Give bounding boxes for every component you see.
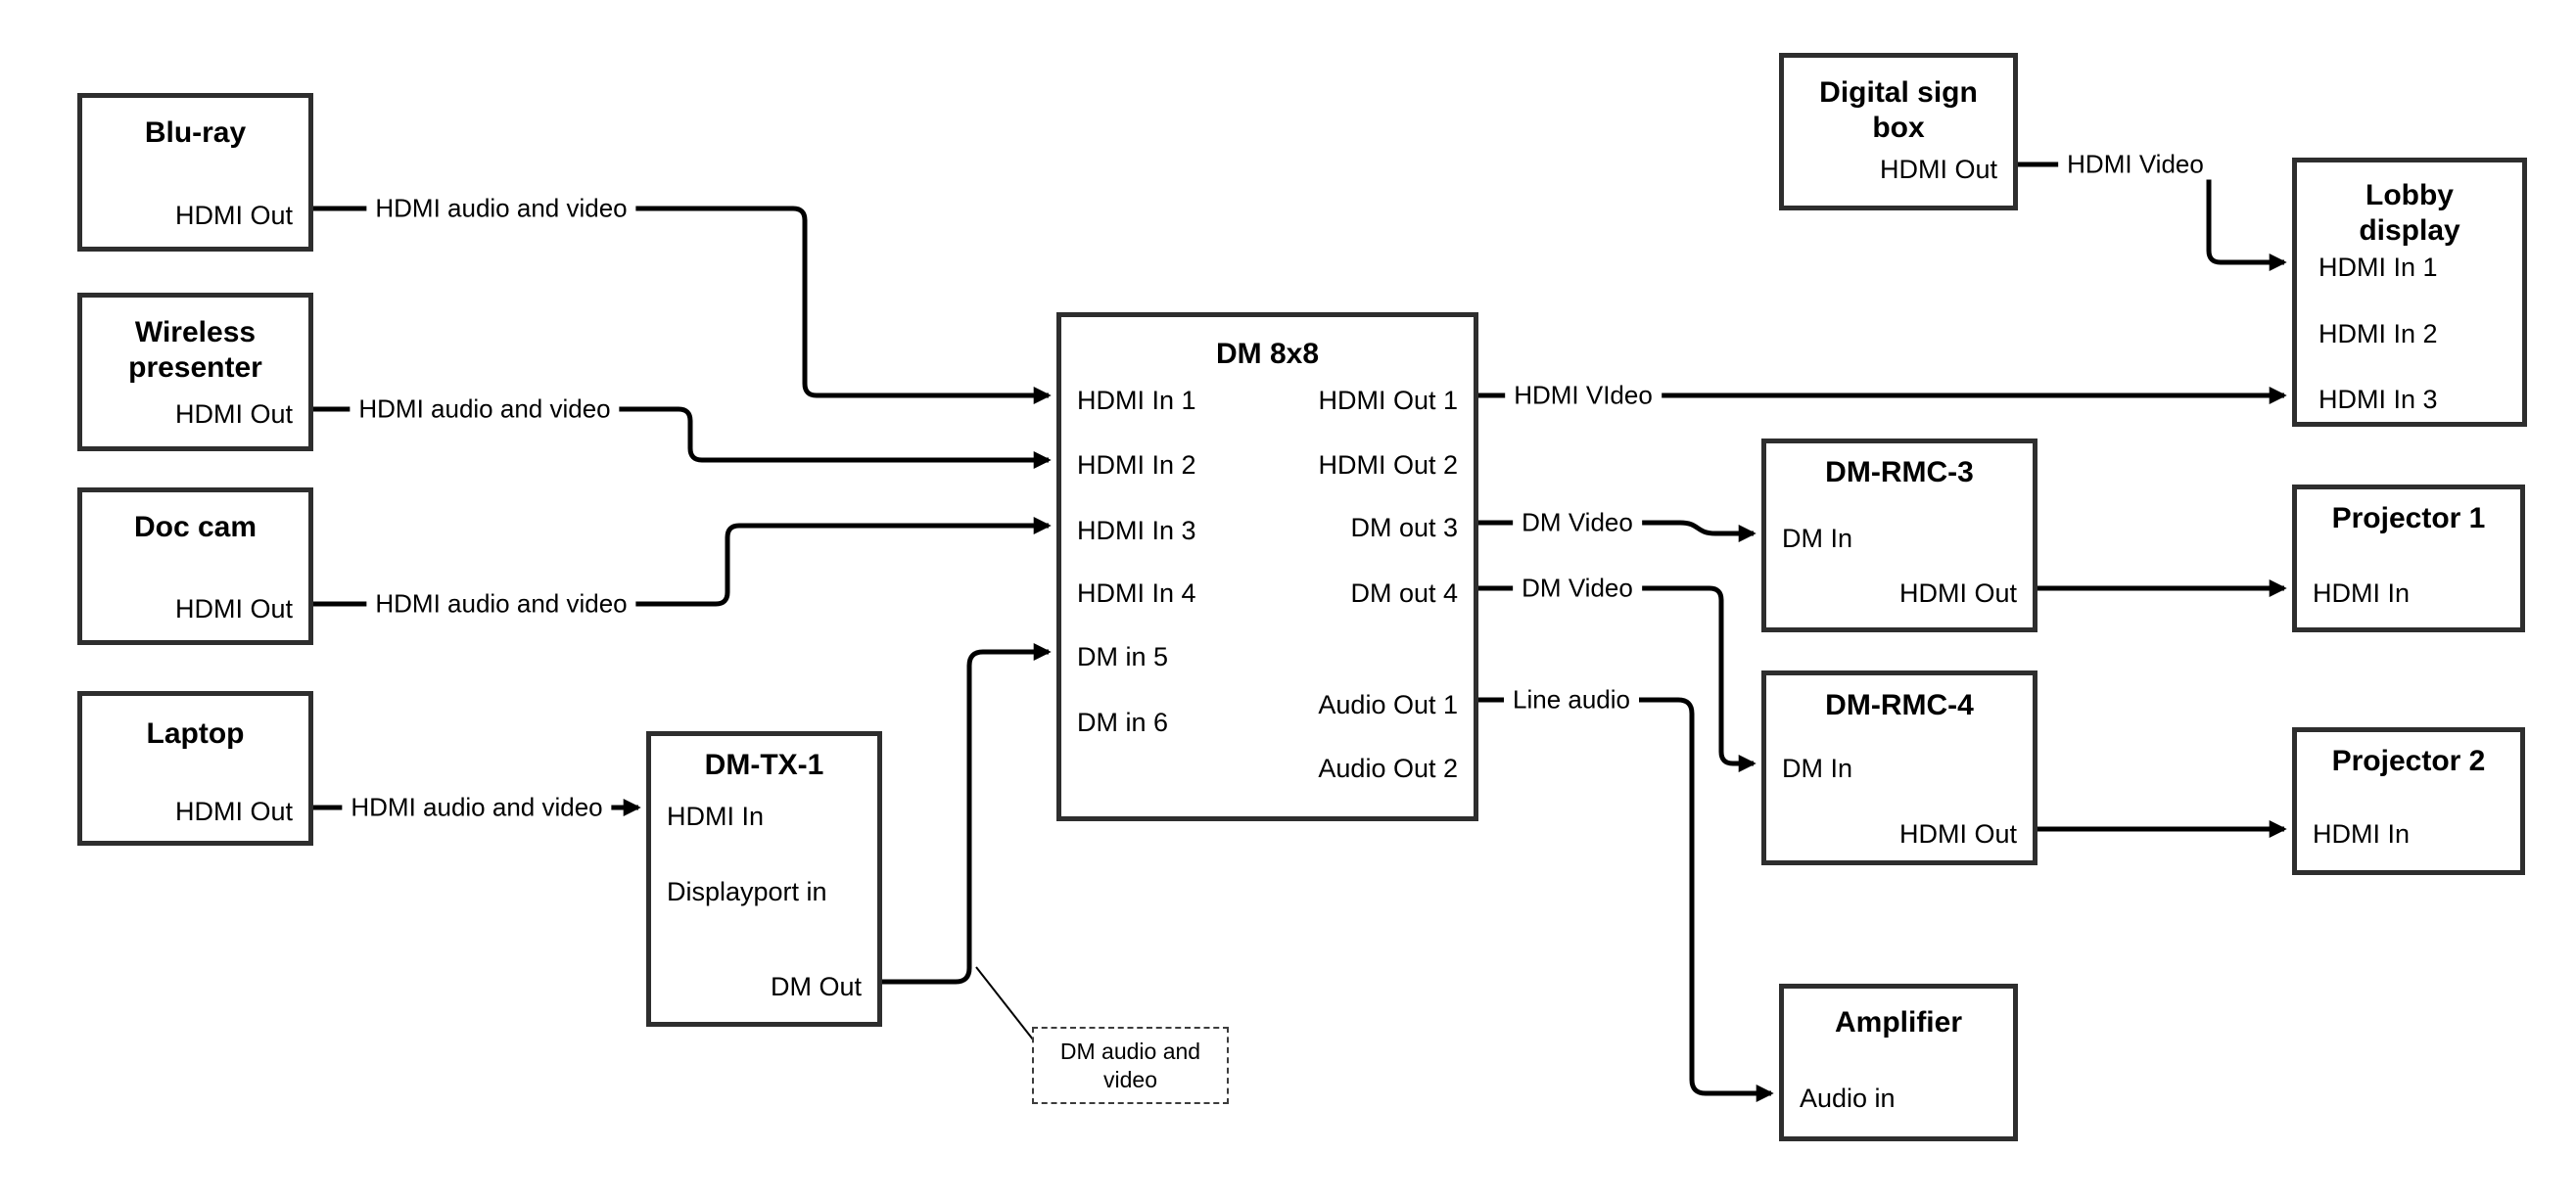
edge-label-bluray-hdmi: HDMI audio and video xyxy=(366,193,636,224)
port-hdmi-in: HDMI In xyxy=(2313,819,2411,849)
node-doc-cam: Doc cam HDMI Out xyxy=(77,487,313,645)
node-title: DM-RMC-4 xyxy=(1825,689,1974,721)
port-hdmi-in-1: HDMI In 1 xyxy=(2318,253,2438,282)
port-displayport-in: Displayport in xyxy=(667,877,827,906)
node-title: Blu-ray xyxy=(144,116,247,149)
annotation-dm-audio-video: DM audio and video xyxy=(1032,1027,1229,1104)
edge-label-dm-video-out4: DM Video xyxy=(1513,573,1642,604)
node-dm-rmc-4: DM-RMC-4 DM In HDMI Out xyxy=(1761,670,2037,865)
node-title: Doc cam xyxy=(133,511,258,543)
edge-bluray-to-dm8x8 xyxy=(312,206,1052,404)
port-dm-out-3: DM out 3 xyxy=(1350,513,1458,542)
edge-label-hdmi-video-out1: HDMI VIdeo xyxy=(1505,380,1662,411)
edge-label-doccam-hdmi: HDMI audio and video xyxy=(366,588,636,620)
port-hdmi-out-1: HDMI Out 1 xyxy=(1318,386,1458,415)
node-title: Wireless presenter xyxy=(128,316,262,384)
port-hdmi-out: HDMI Out xyxy=(1898,578,2017,608)
port-hdmi-in: HDMI In xyxy=(2313,578,2411,608)
edge-label-line-audio: Line audio xyxy=(1504,684,1639,716)
node-title: Lobby display xyxy=(2359,179,2460,247)
port-dm-in-6: DM in 6 xyxy=(1077,708,1169,737)
node-title: Projector 2 xyxy=(2331,745,2486,777)
port-hdmi-in-4: HDMI In 4 xyxy=(1077,578,1196,608)
port-hdmi-out: HDMI Out xyxy=(1898,819,2017,849)
port-audio-out-1: Audio Out 1 xyxy=(1318,690,1458,719)
node-title: Projector 1 xyxy=(2331,502,2486,534)
edge-audioout1-to-amp xyxy=(1478,697,1774,1102)
node-dm-rmc-3: DM-RMC-3 DM In HDMI Out xyxy=(1761,439,2037,632)
node-projector-1: Projector 1 HDMI In xyxy=(2292,485,2525,632)
port-hdmi-in-3: HDMI In 3 xyxy=(2318,385,2438,414)
edge-label-hdmi-video-digisign: HDMI Video xyxy=(2058,149,2213,180)
port-hdmi-in-3: HDMI In 3 xyxy=(1077,516,1196,545)
node-title: DM-TX-1 xyxy=(704,749,824,781)
node-title: DM-RMC-3 xyxy=(1825,456,1974,488)
port-hdmi-in-2: HDMI In 2 xyxy=(2318,319,2438,348)
edge-dmout4-to-rmc4 xyxy=(1478,585,1756,772)
port-dm-in-5: DM in 5 xyxy=(1077,642,1169,671)
node-title: Digital sign box xyxy=(1819,76,1978,144)
node-title: Laptop xyxy=(146,717,245,750)
node-blu-ray: Blu-ray HDMI Out xyxy=(77,93,313,252)
annotation-text: DM audio and video xyxy=(1059,1038,1201,1092)
edge-dmout3-to-rmc3 xyxy=(1478,520,1756,542)
node-dm-8x8: DM 8x8 HDMI In 1 HDMI In 2 HDMI In 3 HDM… xyxy=(1056,312,1478,821)
port-dm-out: DM Out xyxy=(770,972,862,1001)
edge-label-laptop-hdmi: HDMI audio and video xyxy=(342,792,612,823)
port-hdmi-out: HDMI Out xyxy=(1879,155,1997,184)
node-dm-tx-1: DM-TX-1 HDMI In Displayport in DM Out xyxy=(646,731,882,1027)
port-hdmi-in-1: HDMI In 1 xyxy=(1077,386,1196,415)
edge-dmtx1-to-dm8x8 xyxy=(882,643,1052,985)
edge-label-wireless-hdmi: HDMI audio and video xyxy=(350,393,620,425)
port-hdmi-out: HDMI Out xyxy=(174,594,293,624)
port-dm-in: DM In xyxy=(1782,754,1853,783)
port-dm-out-4: DM out 4 xyxy=(1350,578,1458,608)
port-hdmi-out: HDMI Out xyxy=(174,201,293,230)
port-hdmi-in: HDMI In xyxy=(667,802,765,831)
port-audio-out-2: Audio Out 2 xyxy=(1318,754,1458,783)
edge-label-dm-video-out3: DM Video xyxy=(1513,507,1642,538)
node-wireless-presenter: Wireless presenter HDMI Out xyxy=(77,293,313,451)
port-hdmi-in-2: HDMI In 2 xyxy=(1077,450,1196,480)
edge-doccam-to-dm8x8 xyxy=(312,517,1052,607)
port-dm-in: DM In xyxy=(1782,524,1853,553)
note-callout-line xyxy=(975,966,1034,1040)
node-laptop: Laptop HDMI Out xyxy=(77,691,313,846)
port-hdmi-out: HDMI Out xyxy=(174,399,293,429)
node-digital-sign-box: Digital sign box HDMI Out xyxy=(1779,53,2018,210)
port-hdmi-out: HDMI Out xyxy=(174,797,293,826)
edge-wireless-to-dm8x8 xyxy=(312,406,1052,469)
node-amplifier: Amplifier Audio in xyxy=(1779,984,2018,1141)
node-lobby-display: Lobby display HDMI In 1 HDMI In 2 HDMI I… xyxy=(2292,158,2527,427)
port-hdmi-out-2: HDMI Out 2 xyxy=(1318,450,1458,480)
node-projector-2: Projector 2 HDMI In xyxy=(2292,727,2525,875)
node-title: Amplifier xyxy=(1834,1006,1963,1039)
port-audio-in: Audio in xyxy=(1800,1084,1896,1113)
node-title: DM 8x8 xyxy=(1215,338,1320,370)
